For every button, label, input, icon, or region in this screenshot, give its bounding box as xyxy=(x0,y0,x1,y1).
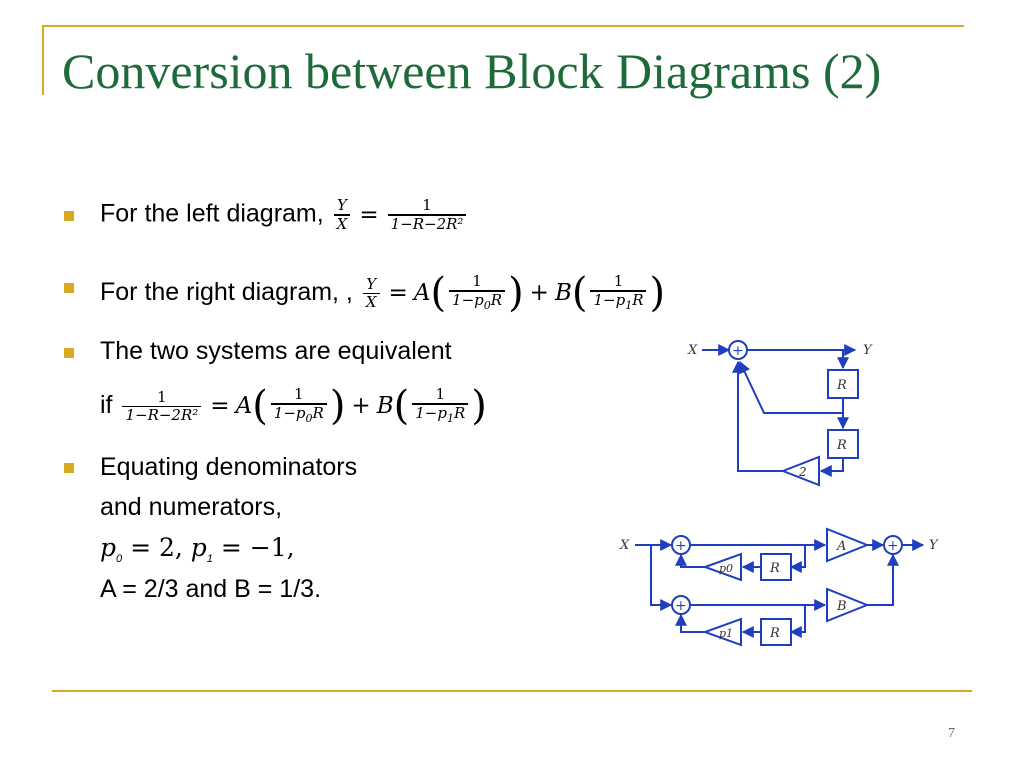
right-block-diagram: X + R p0 A + Y + R p1 B xyxy=(619,527,939,647)
right-gain-p0 xyxy=(702,552,742,582)
bullet-4-line2: and numerators, xyxy=(100,493,283,521)
svg-text:+: + xyxy=(732,343,744,359)
bullet-4-line1: Equating denominators xyxy=(100,453,358,481)
fraction-left-transfer: 1 1−R−2R² xyxy=(387,197,467,233)
right-input-label: X xyxy=(619,538,630,553)
svg-text:R: R xyxy=(836,438,847,453)
bullet-4-line4: A = 2/3 and B = 1/3. xyxy=(100,575,322,603)
svg-text:2: 2 xyxy=(798,465,807,479)
svg-text:+: + xyxy=(675,538,687,554)
bullet-3-line1: The two systems are equivalent xyxy=(100,337,452,365)
fraction-y-over-x: Y X xyxy=(333,197,351,233)
slide-title: Conversion between Block Diagrams (2) xyxy=(62,43,882,99)
right-gain-a xyxy=(826,527,870,563)
bullet-4-line3: p0 = 2, p1 = −1, xyxy=(100,533,295,565)
bullet-1-equation: Y X = 1 1−R−2R² xyxy=(331,197,470,233)
bullet-1-text: For the left diagram, xyxy=(100,199,331,228)
bullet-marker-2 xyxy=(64,283,74,293)
svg-text:R: R xyxy=(769,561,780,576)
left-input-label: X xyxy=(687,343,698,358)
bullet-2-text: For the right diagram, , xyxy=(100,277,353,306)
frame-top-line xyxy=(42,25,964,27)
bullet-2: For the right diagram, , Y X = A ( 1 1−p… xyxy=(100,273,665,314)
svg-text:+: + xyxy=(887,538,899,554)
right-gain-b xyxy=(826,587,870,623)
svg-text:R: R xyxy=(769,626,780,641)
bullet-marker-4 xyxy=(64,463,74,473)
bullet-3-equation: 1 1−R−2R² = A ( 1 1−p0R ) + B ( 1 1−p1R … xyxy=(119,386,487,427)
bullet-2-equation: Y X = A ( 1 1−p0R ) + B ( 1 1−p1R ) xyxy=(360,273,665,314)
bullet-marker-1 xyxy=(64,211,74,221)
svg-text:B: B xyxy=(836,599,847,614)
bullet-marker-3 xyxy=(64,348,74,358)
svg-text:R: R xyxy=(836,378,847,393)
svg-text:p0: p0 xyxy=(719,562,733,575)
bullet-1: For the left diagram, Y X = 1 1−R−2R² xyxy=(100,197,469,233)
svg-text:A: A xyxy=(836,539,846,554)
left-output-label: Y xyxy=(863,343,873,358)
right-gain-p1 xyxy=(702,617,742,647)
left-block-diagram: X + Y R R 2 xyxy=(687,340,873,487)
frame-left-line xyxy=(42,25,44,95)
bullet-3-line2: if 1 1−R−2R² = A ( 1 1−p0R ) + B ( 1 1−p… xyxy=(100,383,487,430)
right-output-label: Y xyxy=(929,538,939,553)
svg-text:p1: p1 xyxy=(719,627,733,640)
footer-line xyxy=(52,690,972,692)
left-gain-2 xyxy=(780,455,820,487)
svg-text:+: + xyxy=(675,598,687,614)
page-number: 7 xyxy=(948,726,955,741)
